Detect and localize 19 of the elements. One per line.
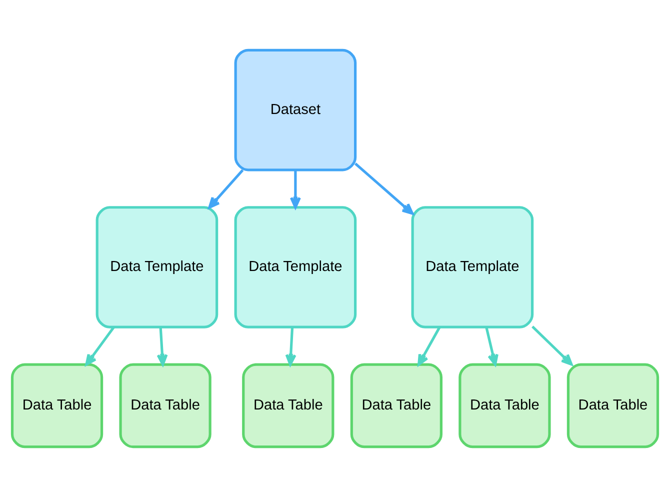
node-box: Data Table [566, 363, 660, 448]
arrow [85, 326, 115, 366]
arrow [156, 327, 168, 366]
arrow [485, 327, 498, 366]
arrow [532, 326, 573, 366]
arrow [285, 327, 296, 366]
node-box: Data Table [350, 363, 442, 448]
node-box: Data Template [96, 206, 218, 328]
node-box: Data Table [242, 363, 334, 448]
arrow [290, 170, 301, 209]
arrow [208, 169, 244, 209]
node-box: Data Table [10, 363, 104, 448]
node-box: Dataset [234, 48, 357, 172]
node-box: Data Table [119, 363, 212, 448]
arrow [418, 326, 441, 366]
node-box: Data Table [458, 363, 551, 448]
arrow [354, 162, 414, 215]
node-box: Data Template [411, 206, 534, 328]
node-box: Data Template [234, 206, 357, 328]
